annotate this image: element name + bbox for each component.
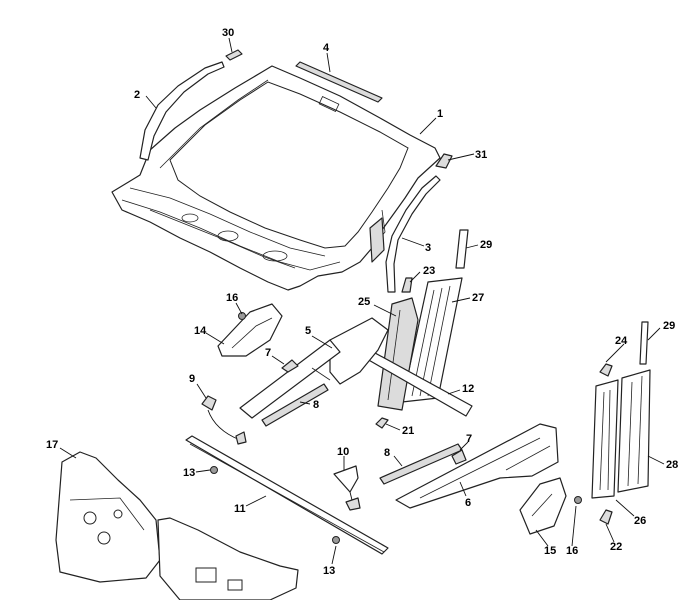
callout-27: 27 (472, 292, 484, 304)
part-30-clip (225, 49, 243, 61)
part-28-b-pillar-outer (617, 369, 651, 493)
part-3-a-pillar-trim-right (385, 175, 441, 293)
callout-23: 23 (423, 265, 435, 277)
part-23-clip (401, 277, 413, 293)
part-29-strip-lower (639, 321, 649, 365)
callout-4: 4 (323, 42, 330, 54)
part-9-bracket (201, 395, 247, 445)
part-16-bolt-upper (238, 312, 246, 320)
callout-7-upper: 7 (265, 347, 271, 359)
callout-1: 1 (437, 108, 443, 120)
part-1-windshield-frame (111, 65, 441, 291)
part-2-a-pillar-trim-left (139, 61, 225, 161)
callout-11: 11 (234, 503, 246, 515)
callout-7-lower: 7 (466, 433, 472, 445)
callout-14: 14 (194, 325, 207, 337)
callout-16-lower: 16 (566, 545, 578, 557)
callout-labels: 30 4 2 1 31 3 29 23 27 25 16 14 5 7 9 8 … (46, 27, 678, 577)
callout-26: 26 (634, 515, 646, 527)
part-27-pillar-panel (401, 277, 463, 403)
callout-12: 12 (462, 383, 474, 395)
callout-17: 17 (46, 439, 58, 451)
callout-28: 28 (666, 459, 678, 471)
part-13-bolt-b (332, 536, 340, 544)
part-21-grommet (375, 417, 389, 429)
part-4-roof-strip (295, 61, 383, 103)
callout-9: 9 (189, 373, 195, 385)
callout-29-upper: 29 (480, 239, 492, 251)
part-8-rail-upper (261, 383, 329, 427)
part-6-sill-panel (395, 423, 559, 509)
callout-13-b: 13 (323, 565, 335, 577)
callout-30: 30 (222, 27, 234, 39)
part-11-cross-member (185, 435, 389, 555)
part-16-bolt-lower (574, 496, 582, 504)
callout-21: 21 (402, 425, 414, 437)
leader-lines (59, 37, 665, 565)
part-26-b-pillar-inner (591, 379, 619, 499)
part-25-pillar-inner (377, 297, 419, 411)
part-29-strip-upper (455, 229, 469, 269)
part-24-clip (599, 363, 613, 377)
callout-25: 25 (358, 296, 370, 308)
callout-13-a: 13 (183, 467, 195, 479)
callout-10: 10 (337, 446, 349, 458)
callout-6: 6 (465, 497, 471, 509)
part-17-bulkhead-left (55, 451, 161, 583)
callout-29-lower: 29 (663, 320, 675, 332)
callout-16-upper: 16 (226, 292, 238, 304)
part-22-clip (599, 509, 613, 525)
part-5-inner-panel (239, 317, 389, 419)
part-31-bracket (435, 153, 453, 169)
callout-8-upper: 8 (313, 399, 319, 411)
callout-31: 31 (475, 149, 487, 161)
part-14-bracket (217, 303, 283, 357)
callout-22: 22 (610, 541, 622, 553)
callout-5: 5 (305, 325, 311, 337)
callout-8-lower: 8 (384, 447, 390, 459)
callout-2: 2 (134, 89, 140, 101)
callout-3: 3 (425, 242, 431, 254)
callout-24: 24 (615, 335, 628, 347)
callout-15: 15 (544, 545, 556, 557)
part-10-support (333, 465, 361, 511)
part-15-bracket (519, 477, 567, 535)
part-7-bracket-upper (281, 359, 299, 373)
bulkhead-right-panel (157, 517, 299, 600)
part-7-bracket-lower (451, 449, 467, 465)
part-13-bolt-a (210, 466, 218, 474)
